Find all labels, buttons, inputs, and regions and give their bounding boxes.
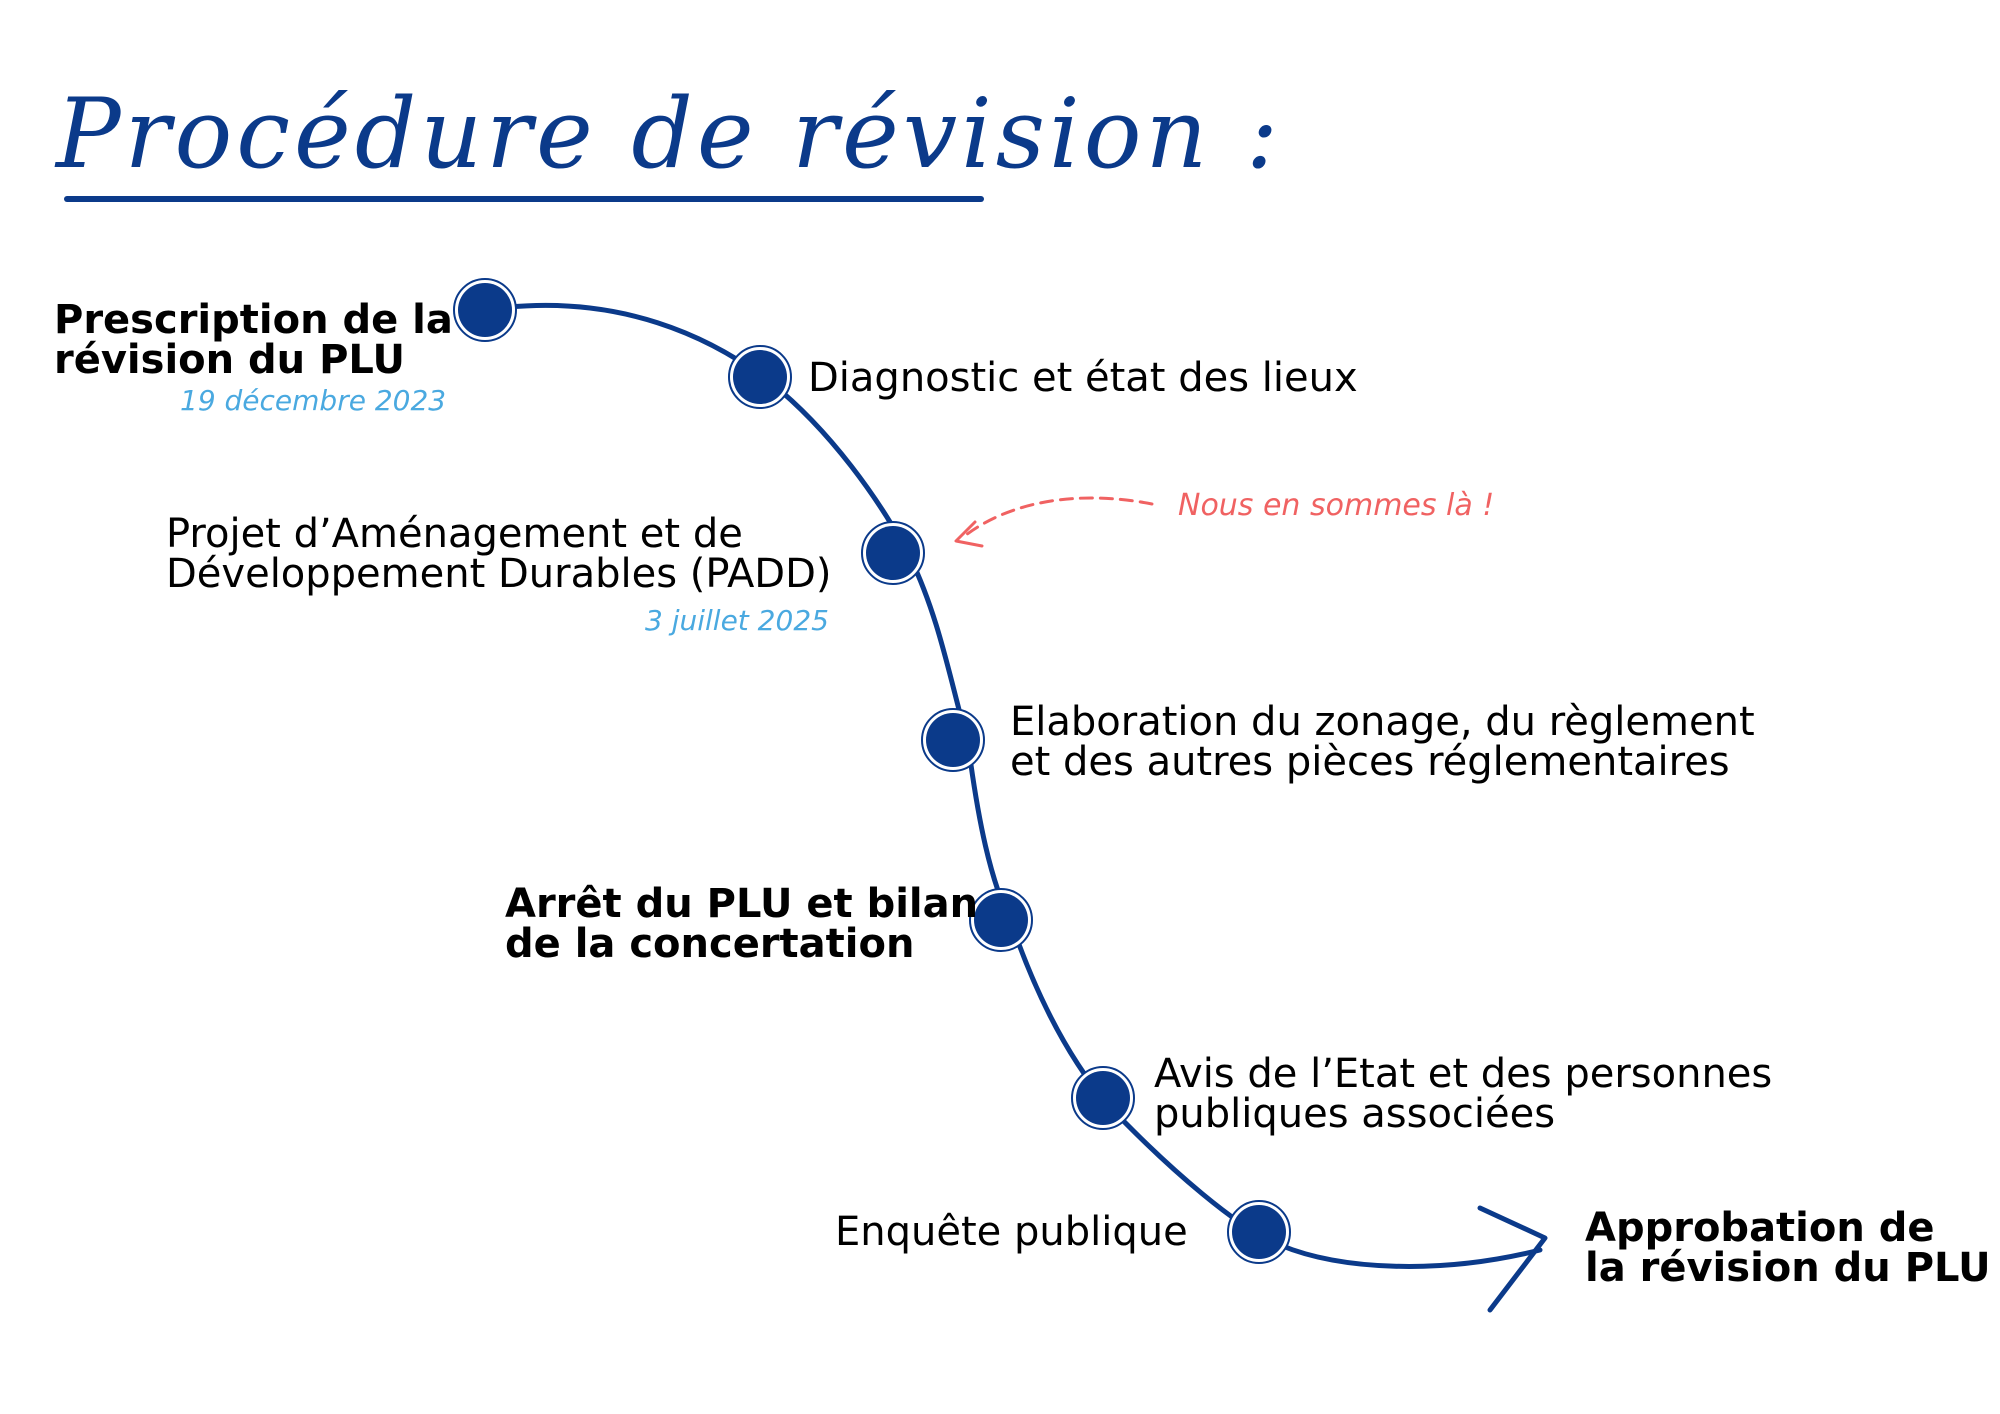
step-1-label-line-1: Prescription de la — [54, 297, 453, 343]
step-node-5 — [969, 888, 1033, 952]
step-8-label-line-2: la révision du PLU — [1585, 1245, 1991, 1291]
step-3-label: Projet d’Aménagement et de Développement… — [166, 514, 832, 594]
current-step-arrowhead — [954, 520, 984, 548]
step-5-label-line-1: Arrêt du PLU et bilan — [505, 881, 979, 927]
step-3-label-line-1: Projet d’Aménagement et de — [166, 511, 743, 557]
step-2-label-line-1: Diagnostic et état des lieux — [808, 355, 1358, 401]
step-node-2 — [728, 345, 792, 409]
step-6-label-line-1: Avis de l’Etat et des personnes — [1154, 1051, 1773, 1097]
end-arrowhead — [1477, 1205, 1548, 1313]
step-node-7 — [1227, 1200, 1291, 1264]
step-3-date: 3 juillet 2025 — [645, 604, 829, 637]
step-node-1 — [453, 278, 517, 342]
title-underline — [64, 196, 984, 202]
step-4-label: Elaboration du zonage, du règlement et d… — [1010, 702, 1755, 782]
step-7-label: Enquête publique — [835, 1212, 1188, 1252]
step-5-label-line-2: de la concertation — [505, 921, 915, 967]
step-1-date: 19 décembre 2023 — [180, 384, 447, 417]
step-4-label-line-2: et des autres pièces réglementaires — [1010, 739, 1730, 785]
page-title: Procédure de révision : — [56, 78, 1283, 190]
step-1-label-line-2: révision du PLU — [54, 337, 405, 383]
step-8-label: Approbation de la révision du PLU — [1585, 1208, 1991, 1288]
step-3-label-line-2: Développement Durables (PADD) — [166, 551, 832, 597]
step-7-label-line-1: Enquête publique — [835, 1209, 1188, 1255]
step-node-6 — [1071, 1066, 1135, 1130]
step-node-3 — [861, 521, 925, 585]
current-step-arrow — [960, 496, 1154, 540]
step-node-4 — [921, 708, 985, 772]
step-6-label: Avis de l’Etat et des personnes publique… — [1154, 1054, 1772, 1134]
step-4-label-line-1: Elaboration du zonage, du règlement — [1010, 699, 1755, 745]
current-step-note: Nous en sommes là ! — [1178, 488, 1495, 523]
step-8-label-line-1: Approbation de — [1585, 1205, 1935, 1251]
step-6-label-line-2: publiques associées — [1154, 1091, 1556, 1137]
step-2-label: Diagnostic et état des lieux — [808, 358, 1358, 398]
step-5-label: Arrêt du PLU et bilan de la concertation — [505, 884, 978, 964]
step-1-label: Prescription de la révision du PLU — [54, 300, 453, 380]
